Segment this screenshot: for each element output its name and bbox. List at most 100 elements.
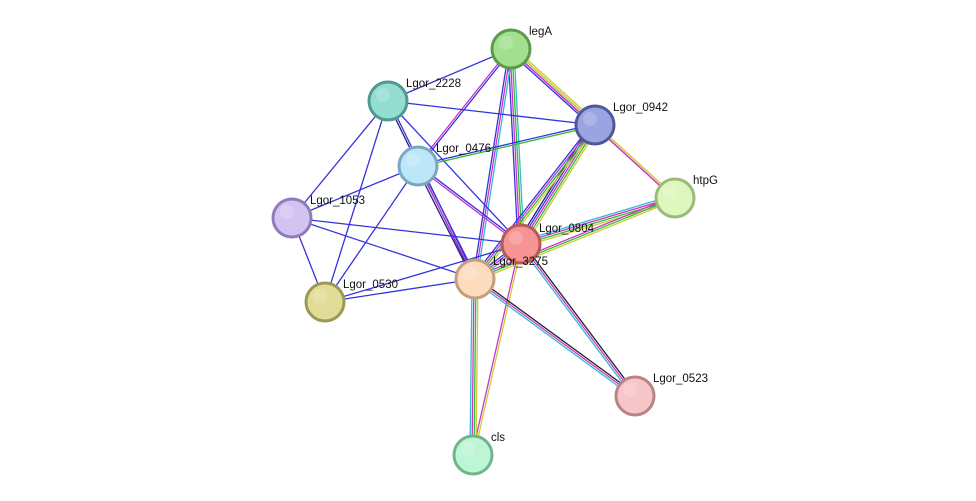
node-highlight	[406, 153, 420, 167]
edge-Lgor_1053-Lgor_3275	[291, 217, 476, 280]
edge-evidence-line	[475, 124, 597, 281]
edge-legA-Lgor_2228	[387, 48, 512, 102]
edge-legA-Lgor_3275	[472, 48, 514, 280]
node-Lgor_0476[interactable]	[397, 145, 439, 187]
node-label: Lgor_1053	[310, 195, 365, 207]
edge-evidence-line	[473, 278, 477, 456]
node-Lgor_1053[interactable]	[271, 197, 313, 239]
node-circle[interactable]	[490, 28, 532, 70]
edge-Lgor_3275-cls	[469, 278, 479, 456]
node-highlight	[280, 205, 294, 219]
edge-evidence-line	[417, 123, 596, 166]
node-highlight	[461, 442, 475, 456]
edge-Lgor_2228-Lgor_1053	[291, 100, 389, 219]
edge-evidence-line	[476, 126, 599, 282]
edge-evidence-line	[471, 122, 594, 278]
labels-layer: legALgor_2228Lgor_0942Lgor_0476htpGLgor_…	[310, 26, 718, 444]
node-circle[interactable]	[574, 104, 616, 146]
node-circle[interactable]	[367, 80, 409, 122]
edge-evidence-line	[511, 48, 523, 245]
edge-evidence-line	[417, 125, 596, 168]
edge-evidence-line	[291, 217, 476, 280]
edge-Lgor_0530-Lgor_0804	[324, 243, 522, 303]
edge-evidence-line	[522, 125, 598, 246]
edge-evidence-line	[291, 217, 522, 245]
edge-htpG-Lgor_3275	[473, 195, 677, 282]
edge-evidence-line	[291, 165, 419, 219]
edge-Lgor_0476-Lgor_0530	[324, 165, 419, 303]
node-label: legA	[529, 26, 552, 38]
edge-Lgor_1053-Lgor_0804	[291, 217, 522, 245]
node-legA[interactable]	[490, 28, 532, 70]
edge-evidence-line	[513, 48, 525, 245]
edge-evidence-line	[519, 194, 675, 242]
node-circle[interactable]	[397, 145, 439, 187]
edge-evidence-line	[474, 197, 676, 280]
edge-evidence-line	[520, 243, 636, 397]
node-cls[interactable]	[452, 434, 494, 476]
edge-evidence-line	[475, 199, 677, 282]
node-circle[interactable]	[654, 177, 696, 219]
edge-evidence-line	[474, 48, 512, 280]
edge-evidence-line	[324, 278, 476, 303]
node-circle[interactable]	[452, 434, 494, 476]
edge-evidence-line	[518, 244, 635, 398]
node-circle[interactable]	[304, 281, 346, 323]
node-label: Lgor_2228	[406, 78, 461, 90]
node-Lgor_0530[interactable]	[304, 281, 346, 323]
node-label: Lgor_0804	[539, 223, 595, 235]
node-circle[interactable]	[454, 258, 496, 300]
node-Lgor_0523[interactable]	[614, 375, 656, 417]
node-highlight	[583, 112, 597, 126]
node-circle[interactable]	[614, 375, 656, 417]
edge-evidence-line	[416, 47, 511, 167]
edge-evidence-line	[523, 126, 600, 247]
node-Lgor_2228[interactable]	[367, 80, 409, 122]
edge-Lgor_0476-Lgor_1053	[291, 165, 419, 219]
node-label: Lgor_0530	[343, 279, 398, 291]
edge-evidence-line	[507, 48, 519, 245]
edge-evidence-line	[418, 48, 513, 168]
edge-Lgor_0942-Lgor_3275	[471, 122, 599, 282]
edge-evidence-line	[324, 243, 522, 303]
edge-evidence-line	[471, 278, 475, 456]
edge-evidence-line	[473, 243, 523, 456]
edge-legA-Lgor_0804	[507, 48, 525, 245]
edge-evidence-line	[469, 278, 473, 456]
edge-Lgor_3275-Lgor_0523	[473, 276, 637, 399]
node-circle[interactable]	[271, 197, 313, 239]
node-circle[interactable]	[500, 223, 542, 265]
edge-Lgor_0530-Lgor_3275	[324, 278, 476, 303]
edge-evidence-line	[476, 48, 514, 280]
node-highlight	[499, 36, 513, 50]
node-label: cls	[491, 432, 505, 444]
node-highlight	[376, 88, 390, 102]
edge-evidence-line	[521, 242, 638, 396]
edge-evidence-line	[473, 195, 675, 278]
node-label: Lgor_0942	[613, 102, 668, 114]
edge-evidence-line	[473, 123, 595, 280]
node-label: htpG	[693, 175, 718, 187]
node-Lgor_0942[interactable]	[574, 104, 616, 146]
node-Lgor_0804[interactable]	[500, 223, 542, 265]
edge-evidence-line	[387, 48, 512, 102]
edge-evidence-line	[472, 48, 510, 280]
edge-Lgor_0804-Lgor_0523	[518, 242, 638, 398]
edge-evidence-line	[475, 276, 637, 396]
edge-evidence-line	[475, 278, 479, 456]
node-htpG[interactable]	[654, 177, 696, 219]
edge-evidence-line	[473, 279, 635, 399]
edge-evidence-line	[474, 278, 636, 397]
node-highlight	[509, 231, 523, 245]
edge-Lgor_0804-cls	[471, 243, 523, 456]
edge-evidence-line	[520, 196, 676, 244]
edge-evidence-line	[509, 48, 521, 245]
edge-evidence-line	[324, 100, 389, 303]
edge-Lgor_2228-Lgor_0942	[387, 100, 596, 126]
edge-legA-Lgor_0476	[416, 47, 513, 168]
node-Lgor_3275[interactable]	[454, 258, 496, 300]
node-label: Lgor_3275	[493, 256, 548, 268]
node-highlight	[313, 289, 327, 303]
node-highlight	[663, 185, 677, 199]
